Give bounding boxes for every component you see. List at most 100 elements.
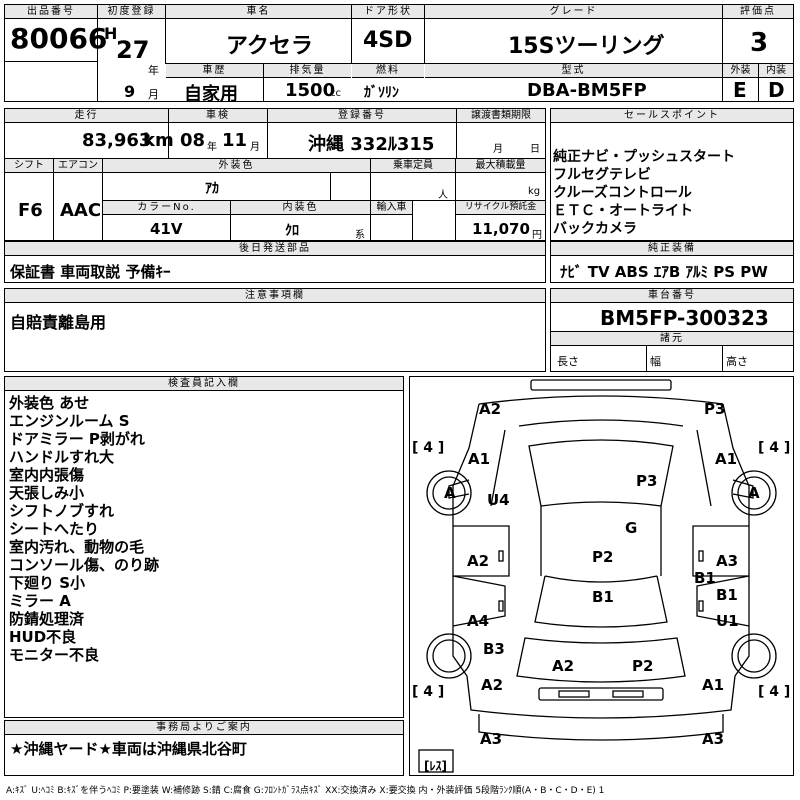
transfer-month-unit: 月 [493,144,503,155]
inspector-notes: 外装色 あせ エンジンルーム S ドアミラー P剥がれ ハンドルすれ大 室内内張… [9,394,159,664]
inspector-label: 検査員記入欄 [5,377,403,391]
lot-label: 出品番号 [5,5,97,19]
load-unit: kg [528,186,541,197]
load-label: 最大積載量 [456,159,545,173]
sales-line: 純正ナビ・プッシュスタート [553,149,735,165]
color-no-label: カラーNo. [103,201,230,215]
height-label: 高さ [726,355,748,368]
door-type: 4SD [363,28,413,53]
tire-fl: [ 4 ] [412,440,445,456]
plate-label: 登録番号 [268,109,456,123]
history-label: 車歴 [166,64,263,78]
era: H [104,24,118,43]
first-reg-label: 初度登録 [98,5,165,19]
exterior-grade: E [733,78,747,102]
mark-b3-l: B3 [483,640,505,658]
reg-year-unit: 年 [148,64,159,77]
tire-spare: [ﾚｽ] [424,759,447,773]
int-color-label: 内装色 [231,201,370,215]
capacity-unit: 人 [438,190,448,201]
header-block [4,4,794,102]
office-label: 事務局よりご案内 [5,721,403,735]
car-name: アクセラ [226,34,313,59]
specs-label: 諸元 [551,332,793,346]
shift: F6 [18,200,43,221]
mark-a3-r: A3 [716,552,739,570]
mark-b1-r2: B1 [716,586,738,604]
equipment-block [550,241,794,283]
chassis-number: BM5FP-300323 [600,306,769,330]
transfer-day-unit: 日 [530,144,540,155]
sales-line: ＥＴＣ・オートライト [553,203,693,219]
recycle-unit: 円 [532,230,542,241]
displacement-unit: cc [330,88,341,99]
ac: AAC [60,200,102,221]
reg-year: 27 [116,36,150,64]
sales-line: フルセグテレビ [553,167,651,183]
later-parts-block [4,241,546,283]
recycle-label: リサイクル預託金 [456,201,545,215]
tire-fr: [ 4 ] [758,440,791,456]
details-block [4,108,546,241]
sales-points: 純正ナビ・プッシュスタート フルセグテレビ クルーズコントロール ＥＴＣ・オート… [553,148,735,238]
equipment: ﾅﾋﾞ TV ABS ｴｱB ｱﾙﾐ PS PW [560,263,768,281]
mark-b1-r1: B1 [694,569,716,587]
inspector-block [4,376,404,718]
caution-label: 注意事項欄 [5,289,545,303]
mileage: 83,963 [82,130,152,151]
mark-a2-bl: A2 [481,676,504,694]
office-text: ★沖縄ヤード★車両は沖縄県北谷町 [10,740,247,758]
sales-label: セールスポイント [551,109,793,123]
note-line: 防錆処理済 [9,610,85,628]
fuel-label: 燃料 [352,64,424,78]
mark-a-l: A [444,484,456,502]
mark-a3-bl: A3 [480,730,503,748]
note-line: モニター不良 [9,646,100,664]
insp-year-unit: 年 [207,142,217,153]
note-line: 室内内張傷 [9,466,85,484]
mark-p2-bm: P2 [632,657,654,675]
interior-grade: D [768,78,785,102]
shift-label: シフト [5,159,53,173]
door-label: ドア形状 [352,5,424,19]
mark-u4: U4 [487,491,510,509]
mark-a2-top: A2 [479,400,502,418]
sales-line: バックカメラ [553,221,637,237]
note-line: HUD不良 [9,628,77,646]
equipment-label: 純正装備 [551,242,793,256]
ac-label: エアコン [54,159,102,173]
import-label: 輸入車 [371,201,412,215]
mileage-unit: km [143,130,174,151]
recycle-fee: 11,070 [472,220,530,238]
inspection-label: 車検 [169,109,267,123]
int-color-unit: 系 [355,230,365,241]
mark-a-r: A [748,484,760,502]
mark-a2-bm: A2 [552,657,575,675]
note-line: 外装色 あせ [9,394,90,412]
displacement-label: 排気量 [264,64,351,78]
lot-number: 80066 [10,22,108,55]
chassis-block [550,288,794,372]
history: 自家用 [184,84,238,105]
width-label: 幅 [650,355,661,368]
later-parts-label: 後日発送部品 [5,242,545,256]
mileage-label: 走行 [5,109,168,123]
color-label: 外装色 [103,159,370,173]
insp-month-unit: 月 [250,142,260,153]
sales-block [550,108,794,241]
legend: A:ｷｽﾞ U:ﾍｺﾐ B:ｷｽﾞを伴うﾍｺﾐ P:要塗装 W:補修跡 S:錆 … [6,786,605,796]
mark-p3-top: P3 [704,400,726,418]
model: DBA-BM5FP [527,80,647,101]
mark-a2-l: A2 [467,552,490,570]
mark-p3: P3 [636,472,658,490]
chassis-label: 車台番号 [551,289,793,303]
reg-month-unit: 月 [148,88,159,101]
mark-a3-br: A3 [702,730,725,748]
note-line: ハンドルすれ大 [9,448,115,466]
score: 3 [750,28,769,58]
note-line: シフトノブすれ [9,502,115,520]
mark-a4-l: A4 [467,612,490,630]
insp-year: 08 [180,130,206,151]
mark-a1-l: A1 [468,450,491,468]
sales-line: クルーズコントロール [553,185,692,201]
